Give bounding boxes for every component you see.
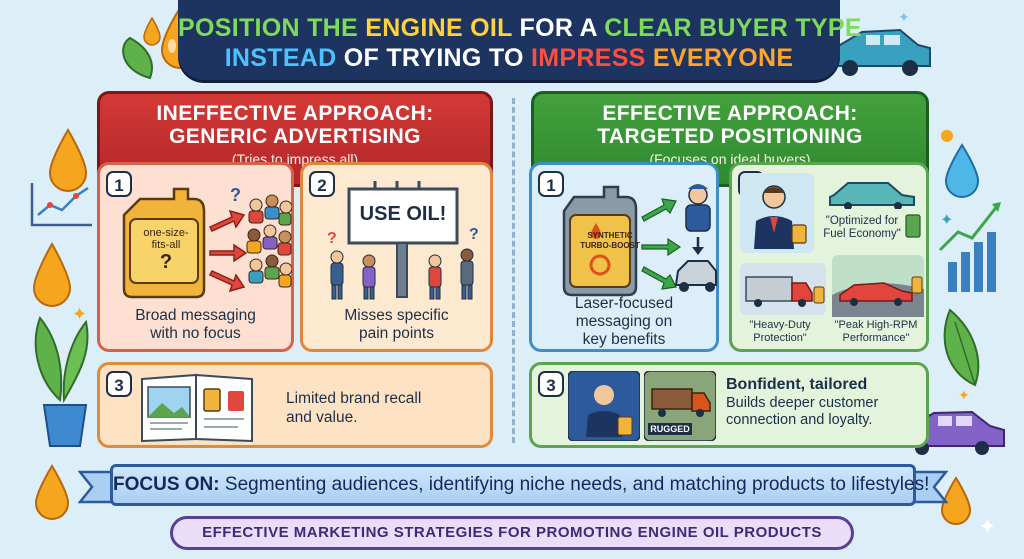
professional-driver-icon	[568, 371, 640, 441]
svg-text:✦: ✦	[940, 210, 953, 229]
ribbon-right-tail	[908, 470, 948, 504]
effective-card-2: 2 "Optimized for Fuel Economy" "Heavy-Du…	[729, 162, 929, 352]
step-number: 3	[538, 371, 564, 397]
ribbon-left-tail	[78, 470, 118, 504]
panel-divider	[512, 98, 515, 443]
rugged-label: RUGGED	[648, 423, 692, 435]
card-text: Limited brand recall	[286, 390, 422, 407]
leaf-icon	[943, 308, 980, 387]
card-text: Misses specific	[344, 307, 449, 324]
card-text: and value.	[286, 409, 358, 426]
svg-text:?: ?	[230, 185, 241, 205]
caption-fuel-economy: "Optimized for	[825, 215, 899, 227]
oil-drop-icon	[32, 242, 72, 307]
jug-label: one-size-	[143, 227, 189, 239]
caption-heavy-duty: Protection"	[753, 332, 807, 344]
targeted-jug-illustration	[562, 184, 717, 297]
line-chart-icon	[30, 183, 92, 227]
oil-jug-icon	[562, 185, 638, 297]
oil-drop-icon	[34, 464, 70, 520]
ineffective-card-1: 1 ? one-size- fits-all ? Broad messag	[97, 162, 294, 352]
card-text: pain points	[359, 325, 434, 342]
caption-performance: Performance"	[842, 332, 910, 344]
footer-caption: Effective Marketing Strategies for Promo…	[170, 516, 854, 550]
car-icon	[674, 260, 717, 292]
billboard-text: USE OIL!	[359, 203, 447, 225]
focus-lead: FOCUS ON:	[113, 474, 220, 495]
effective-card-1: 1 SYNTHETIC TURBO-BOOST Laser-focused me	[529, 162, 719, 352]
question-mark: ?	[159, 251, 173, 273]
svg-text:●: ●	[940, 125, 954, 144]
ineffective-card-3: 3 Limited brand recall and value.	[97, 362, 493, 448]
caption-heavy-duty: "Heavy-Duty	[749, 319, 811, 331]
effective-title-1: Effective Approach:	[602, 102, 858, 125]
svg-text:✦: ✦	[958, 388, 970, 404]
svg-text:✦: ✦	[898, 10, 910, 26]
card-text: Laser-focused	[574, 295, 674, 312]
caption-fuel-economy: Fuel Economy"	[823, 228, 901, 240]
focus-banner: FOCUS ON: Segmenting audiences, identify…	[110, 464, 929, 506]
ineffective-card-2: 2 ? ? USE OIL! Misses specific pain poin…	[300, 162, 493, 352]
focus-text: Segmenting audiences, identifying niche …	[224, 474, 930, 495]
oil-drop-icon	[48, 128, 88, 192]
title-line-1: Position the engine oil for a clear buye…	[178, 14, 862, 42]
jug-label: TURBO-BOOST	[580, 241, 640, 250]
title-line-2: instead of trying to impress everyone	[224, 44, 794, 72]
billboard-illustration: ? ?	[327, 181, 479, 300]
step-number: 3	[106, 371, 132, 397]
effective-title-2: Targeted Positioning	[597, 125, 863, 148]
card-text: messaging on	[575, 313, 673, 330]
oil-drop-icon	[940, 476, 972, 525]
bar-chart-icon	[938, 202, 1001, 292]
leaf-icon	[122, 36, 153, 80]
car-icon	[827, 28, 931, 76]
sports-car-icon	[832, 255, 924, 317]
ineffective-title-2: Generic Advertising	[169, 125, 421, 148]
generic-jug-and-crowd-illustration: ?	[122, 185, 292, 299]
small-oil-drop-icon	[143, 16, 161, 46]
step-number: 1	[538, 171, 564, 197]
footer-text: Effective Marketing Strategies for Promo…	[202, 524, 822, 541]
card-text: Builds deeper customer	[726, 395, 879, 411]
arrow-icon	[641, 198, 682, 290]
svg-text:?: ?	[469, 226, 479, 243]
truck-icon	[740, 263, 826, 315]
jug-label: SYNTHETIC	[587, 231, 633, 240]
card-headline: Bonfident, tailored	[726, 376, 868, 393]
effective-card-3: 3 RUGGED Bonfident, tailored Builds deep…	[529, 362, 929, 448]
card-text: key benefits	[582, 331, 666, 348]
page-title: Position the engine oil for a clear buye…	[178, 0, 862, 80]
crowd-icon	[246, 194, 292, 288]
potted-plant-icon	[34, 316, 89, 447]
mechanic-icon	[685, 184, 711, 232]
step-number: 1	[106, 171, 132, 197]
svg-text:✦: ✦	[72, 304, 87, 325]
oil-jug-icon	[122, 187, 206, 299]
economy-car-icon	[829, 182, 915, 209]
magazine-icon	[141, 373, 253, 443]
svg-text:?: ?	[327, 230, 337, 247]
step-number: 2	[309, 171, 335, 197]
businessman-icon	[740, 173, 814, 253]
oil-jug-icon	[905, 214, 921, 238]
water-drop-icon	[944, 143, 980, 198]
svg-text:✦: ✦	[978, 515, 996, 540]
confused-person-icon	[330, 248, 474, 300]
card-text: connection and loyalty.	[726, 412, 873, 428]
jug-label: fits-all	[151, 239, 181, 251]
ineffective-title-1: Ineffective Approach:	[156, 102, 434, 125]
card-text: Broad messaging	[135, 307, 256, 324]
caption-performance: "Peak High-RPM	[834, 319, 918, 331]
card-text: with no focus	[150, 325, 241, 342]
arrow-icon	[208, 209, 248, 293]
